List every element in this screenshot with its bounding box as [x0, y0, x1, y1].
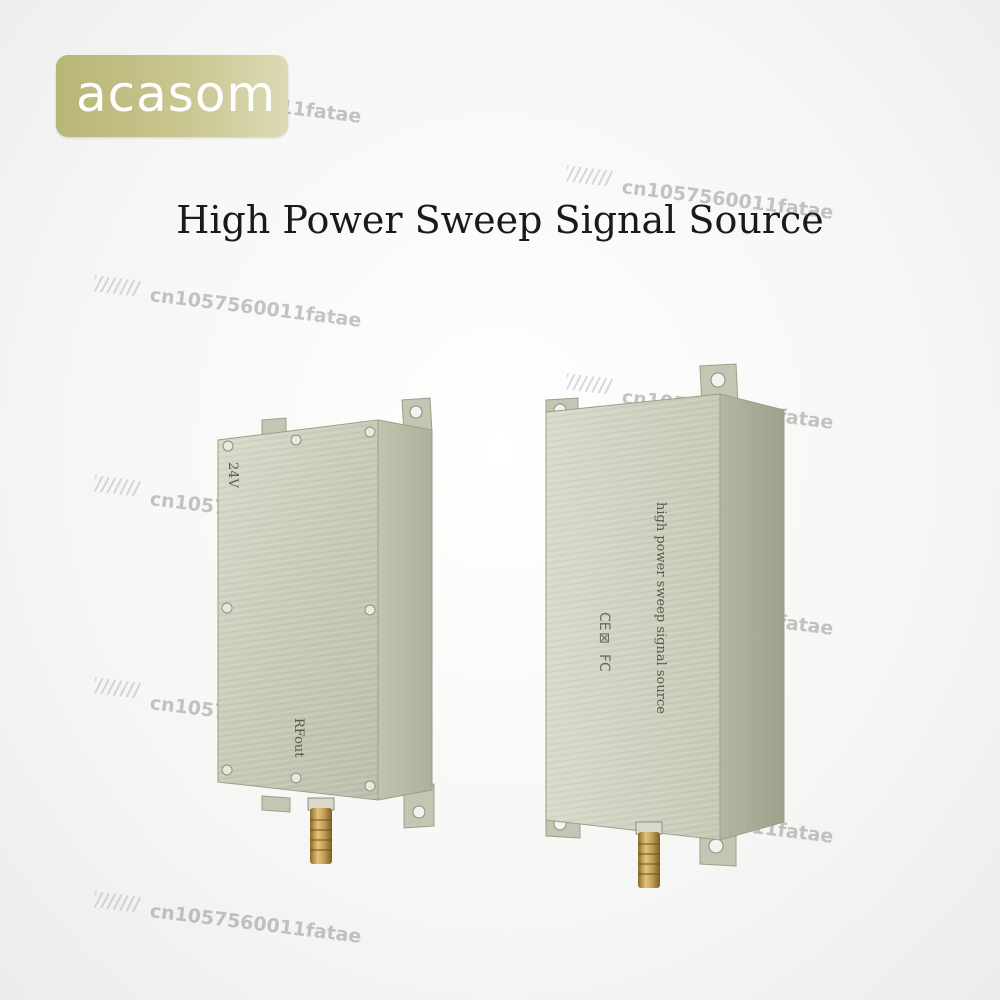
rf-port-label: RFout [291, 718, 306, 758]
screw [290, 772, 302, 784]
device-left [217, 397, 435, 864]
brand-logo: acasom [56, 55, 288, 137]
screw [364, 604, 376, 616]
screw [221, 764, 233, 776]
housing-side [377, 419, 433, 801]
sma-connector [310, 808, 332, 864]
screw [290, 434, 302, 446]
ce-mark: CE [596, 612, 612, 631]
housing-side [719, 393, 785, 841]
sma-connector [638, 832, 660, 888]
mount-hole [710, 372, 726, 388]
mount-tab [261, 795, 291, 813]
screw [221, 602, 233, 614]
mount-hole [708, 838, 724, 854]
fc-mark: FC [596, 654, 612, 672]
screw [364, 426, 376, 438]
device-side-label: high power sweep signal source [653, 502, 668, 714]
brand-logo-text: acasom [76, 65, 277, 123]
weee-mark: ⊠ [596, 632, 612, 644]
screw [222, 440, 234, 452]
page-title: High Power Sweep Signal Source [176, 198, 824, 242]
device-right: CE ⊠ FC [545, 363, 785, 888]
screw [364, 780, 376, 792]
voltage-label: 24V [225, 462, 240, 488]
mount-hole [409, 405, 423, 419]
mount-hole [412, 805, 426, 819]
